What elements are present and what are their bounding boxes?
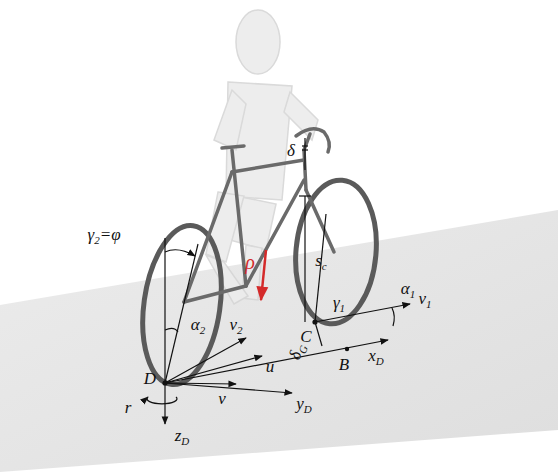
subscript: 2 [200,324,206,336]
contact-point [345,347,349,351]
subscript: 2 [94,234,100,246]
symbol-text: γ [333,293,340,312]
symbol-label: α1 [401,280,415,300]
symbol-text: r [125,398,132,417]
ground-plane [0,210,558,472]
symbol-text: v [418,289,426,308]
symbol-label: D [144,370,156,387]
symbol-text: s [315,251,322,270]
subscript: 1 [426,298,432,310]
symbol-label: C [300,328,311,345]
symbol-label: γ2=φ [87,226,120,246]
symbol-label: γ1 [333,294,345,314]
front-wheel [290,177,382,327]
contact-point [312,319,317,324]
symbol-text: α [191,315,200,334]
subscript: 1 [410,288,416,300]
symbol-text: y [296,394,304,413]
symbol-label: r [125,399,132,416]
subscript: c [322,260,327,272]
symbol-label: yD [296,395,312,415]
symbol-label: B [339,356,349,373]
symbol-text: x [368,346,376,365]
symbol-text: z [175,426,182,445]
symbol-text: ρ [245,251,255,273]
subscript: 1 [340,302,346,314]
symbol-label: δ [287,142,295,159]
symbol-text: =φ [100,225,121,244]
construction-lines [147,138,410,424]
symbol-label: xD [368,347,384,367]
symbol-text: B [339,355,349,374]
rho-arrow [261,250,266,300]
rider-mannequin [206,10,318,304]
symbol-text: C [300,327,311,346]
symbol-label: v1 [418,290,431,310]
symbol-label: v2 [229,316,242,336]
symbol-text: v [229,315,237,334]
symbol-label: zD [175,427,190,447]
subscript: D [376,355,384,367]
subscript: 2 [237,324,243,336]
symbol-label: sc [315,252,327,272]
symbol-text: γ [87,225,94,244]
subscript: D [304,403,312,415]
bicycle-frame [184,129,334,302]
symbol-text: δ [287,141,295,160]
subscript: D [181,435,189,447]
symbol-label: α2 [191,316,205,336]
symbol-text: α [401,279,410,298]
rear-wheel [133,220,231,389]
symbol-label: v [218,390,226,407]
symbol-label: u [266,358,275,375]
origin-point [162,380,167,385]
symbol-label: ρ [245,252,255,272]
symbol-text: v [218,389,226,408]
symbol-text: D [144,369,156,388]
symbol-text: u [266,357,275,376]
